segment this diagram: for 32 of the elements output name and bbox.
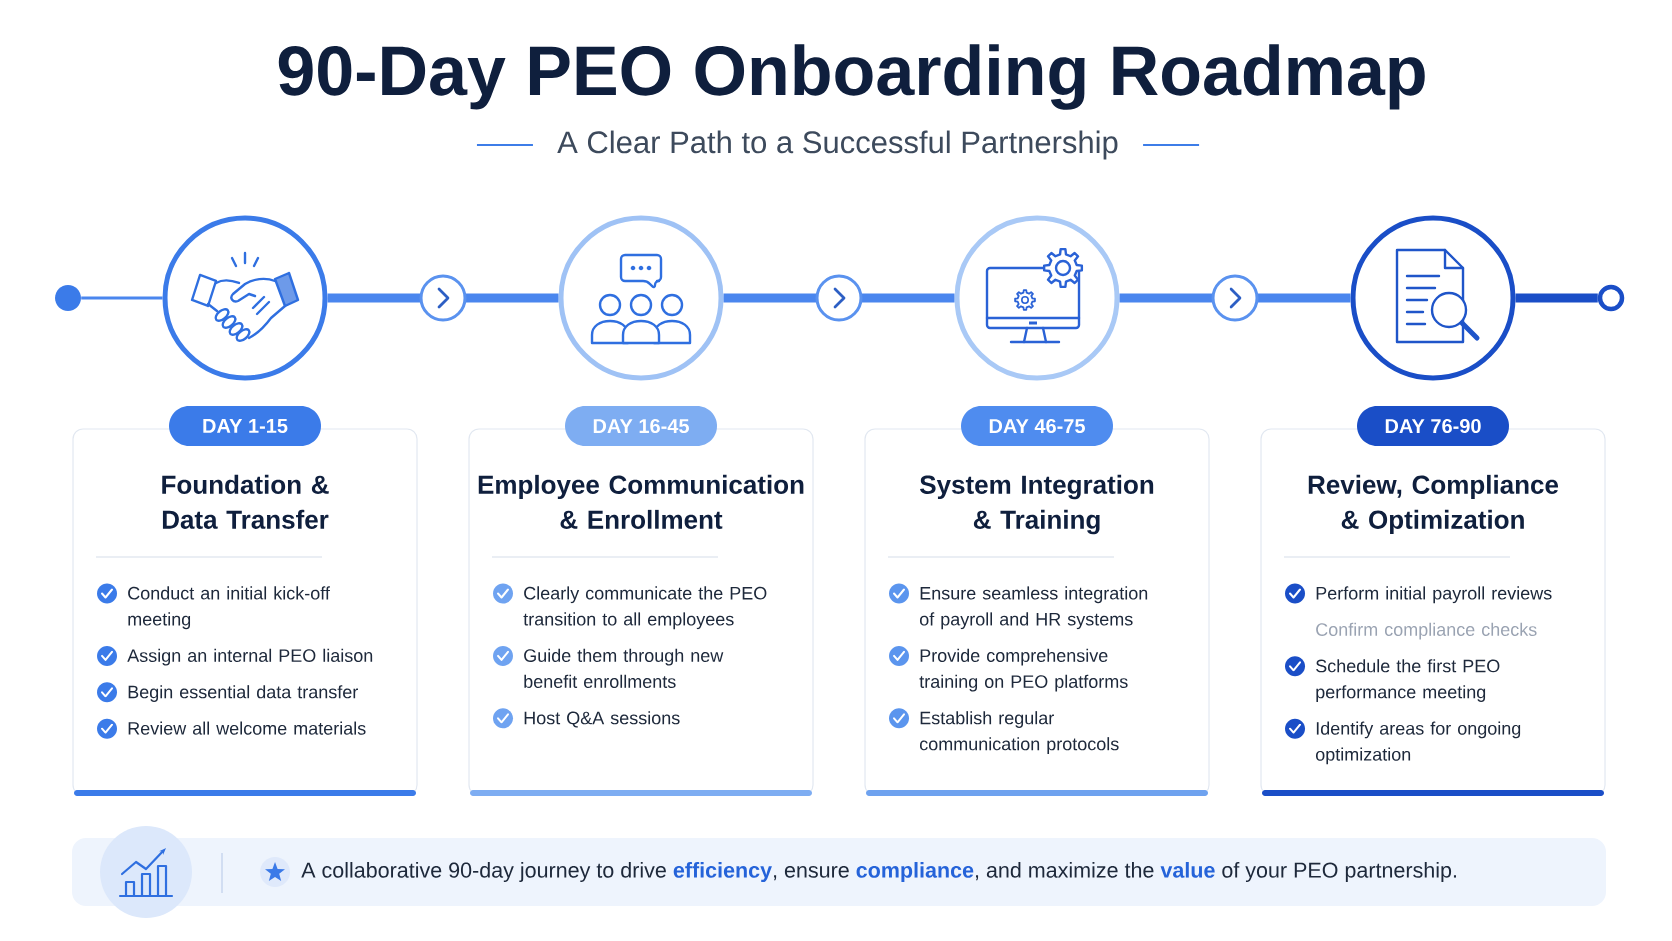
arrow — [723, 274, 955, 322]
connector-line — [81, 296, 163, 300]
list-item: Provide comprehensive training on PEO platforms — [919, 648, 1128, 692]
list-item: Begin essential data transfer — [128, 685, 358, 702]
day-badge: DAY 46-75 — [961, 406, 1113, 446]
list-item: Assign an internal PEO liaison — [127, 648, 373, 666]
arrow — [1119, 274, 1351, 322]
day-badge: DAY 76-90 — [1357, 406, 1509, 446]
list-item: Perform initial payroll reviews — [1316, 586, 1552, 604]
card-heading: Foundation & Data Transfer — [162, 474, 329, 529]
list-item: Confirm compliance checks — [1316, 622, 1537, 640]
title: 90-Day PEO Onboarding Roadmap — [278, 44, 1425, 110]
list-item: Guide them through new benefit enrollments — [524, 648, 724, 688]
list-item: Ensure seamless integration of payroll and HR systems — [919, 586, 1148, 630]
summary-text: A collaborative 90-day journey to drive efficiency, ensure compliance, and maximize the value of your PEO partnership. — [301, 862, 1456, 882]
start-circle — [55, 285, 81, 311]
list-item: Establish regular communication protocols — [920, 711, 1119, 754]
connector-line — [1515, 293, 1598, 303]
list-item: Clearly communicate the PEO transition to all employees — [523, 586, 767, 630]
list-item: Identify areas for ongoing optimization — [1315, 721, 1521, 765]
arrow — [327, 274, 559, 322]
day-badge: DAY 16-45 — [565, 406, 717, 446]
end-circle — [1597, 284, 1625, 312]
card-heading: System Integration & Training — [920, 474, 1154, 535]
day-badge: DAY 1-15 — [169, 406, 321, 446]
list-item: Schedule the first PEO performance meeting — [1316, 659, 1500, 702]
list-item: Host Q&A sessions — [524, 711, 680, 728]
list-item: Review all welcome materials — [128, 721, 366, 735]
card-heading: Employee Communication & Enrollment — [478, 474, 804, 529]
list-item: Conduct an initial kick-off meeting — [128, 586, 330, 630]
subtitle: A Clear Path to a Successful Partnership — [557, 130, 1118, 160]
card-heading: Review, Compliance & Optimization — [1308, 474, 1559, 535]
